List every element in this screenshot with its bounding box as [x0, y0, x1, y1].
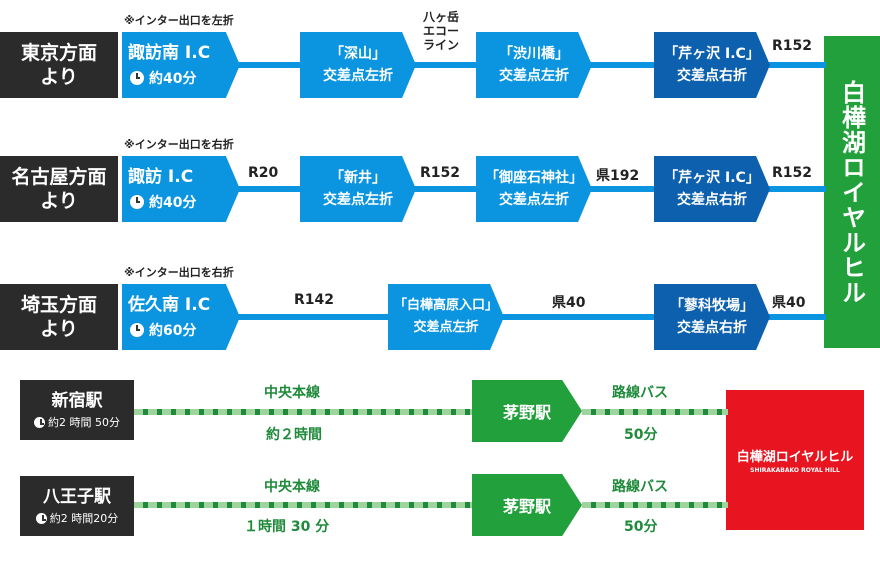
ic-note: ※インター出口を右折 — [124, 266, 234, 279]
step-box: 「芹ヶ沢 I.C」交差点右折 — [654, 32, 770, 98]
step-box: 「蓼科牧場」交差点右折 — [654, 284, 770, 350]
origin-label: 東京方面 — [20, 42, 97, 64]
step-box: 「白樺高原入口」交差点左折 — [388, 284, 504, 350]
step-box: 「御座石神社」交差点左折 — [476, 156, 592, 222]
station-name: 新宿駅 — [51, 391, 103, 411]
clock-icon — [130, 323, 144, 337]
bus-time: 50分 — [624, 519, 658, 535]
origin-nagoya: 名古屋方面 より — [0, 156, 118, 222]
line-name: 中央本線 — [264, 385, 320, 401]
station-time: 約2 時間 50分 — [20, 414, 134, 430]
road-label: 八ヶ岳エコーライン — [423, 10, 460, 52]
transfer-station: 茅野駅 — [472, 380, 582, 442]
ic-box: 諏訪 I.C 約40分 — [122, 156, 240, 222]
road-label: 県40 — [552, 295, 586, 311]
station-shinjuku: 新宿駅 約2 時間 50分 — [20, 380, 134, 440]
road-label: R142 — [294, 292, 335, 308]
origin-label: 埼玉方面 — [20, 294, 97, 316]
origin-label-suffix: より — [40, 190, 78, 212]
step-box: 「芹ヶ沢 I.C」交差点右折 — [654, 156, 770, 222]
clock-icon — [130, 195, 144, 209]
bus-time: 50分 — [624, 427, 658, 443]
road-label: 県40 — [772, 295, 806, 311]
ic-box: 佐久南 I.C 約60分 — [122, 284, 240, 350]
origin-label-suffix: より — [40, 318, 78, 340]
ic-time: 約40分 — [130, 192, 196, 212]
route-line — [236, 314, 826, 320]
clock-icon — [34, 416, 45, 428]
step-box: 「新井」交差点左折 — [300, 156, 416, 222]
origin-label: 名古屋方面 — [11, 166, 107, 188]
step-box: 「深山」交差点左折 — [300, 32, 416, 98]
ic-name: 諏訪南 I.C — [128, 43, 211, 63]
bus-line — [582, 502, 728, 508]
ic-name: 諏訪 I.C — [128, 167, 194, 187]
bus-line — [582, 409, 728, 415]
origin-saitama: 埼玉方面 より — [0, 284, 118, 350]
destination-banner: 白樺湖ロイヤルヒル — [824, 36, 880, 348]
origin-tokyo: 東京方面 より — [0, 32, 118, 98]
road-label: 県192 — [596, 168, 640, 184]
ic-time: 約40分 — [130, 68, 196, 88]
line-time: 約２時間 — [266, 427, 322, 443]
line-time: １時間 30 分 — [244, 519, 330, 535]
road-label: R20 — [248, 165, 279, 181]
ic-name: 佐久南 I.C — [128, 295, 211, 315]
transfer-station: 茅野駅 — [472, 474, 582, 536]
station-name: 八王子駅 — [43, 487, 111, 507]
destination-romaji: SHIRAKABAKO ROYAL HILL — [750, 467, 840, 474]
train-line — [134, 409, 474, 415]
ic-note: ※インター出口を左折 — [124, 14, 234, 27]
clock-icon — [35, 512, 47, 524]
destination-box: 白樺湖ロイヤルヒル SHIRAKABAKO ROYAL HILL — [726, 390, 864, 530]
road-label: R152 — [772, 165, 813, 181]
ic-box: 諏訪南 I.C 約40分 — [122, 32, 240, 98]
bus-name: 路線バス — [612, 385, 668, 401]
ic-note: ※インター出口を右折 — [124, 138, 234, 151]
station-time: 約2 時間20分 — [20, 510, 134, 526]
bus-name: 路線バス — [612, 479, 668, 495]
line-name: 中央本線 — [264, 479, 320, 495]
station-hachioji: 八王子駅 約2 時間20分 — [20, 476, 134, 536]
ic-time: 約60分 — [130, 320, 196, 340]
destination-name: 白樺湖ロイヤルヒル — [736, 450, 854, 465]
origin-label-suffix: より — [40, 66, 78, 88]
road-label: R152 — [420, 165, 461, 181]
train-line — [134, 502, 474, 508]
road-label: R152 — [772, 38, 813, 54]
step-box: 「渋川橋」交差点左折 — [476, 32, 592, 98]
clock-icon — [130, 71, 144, 85]
